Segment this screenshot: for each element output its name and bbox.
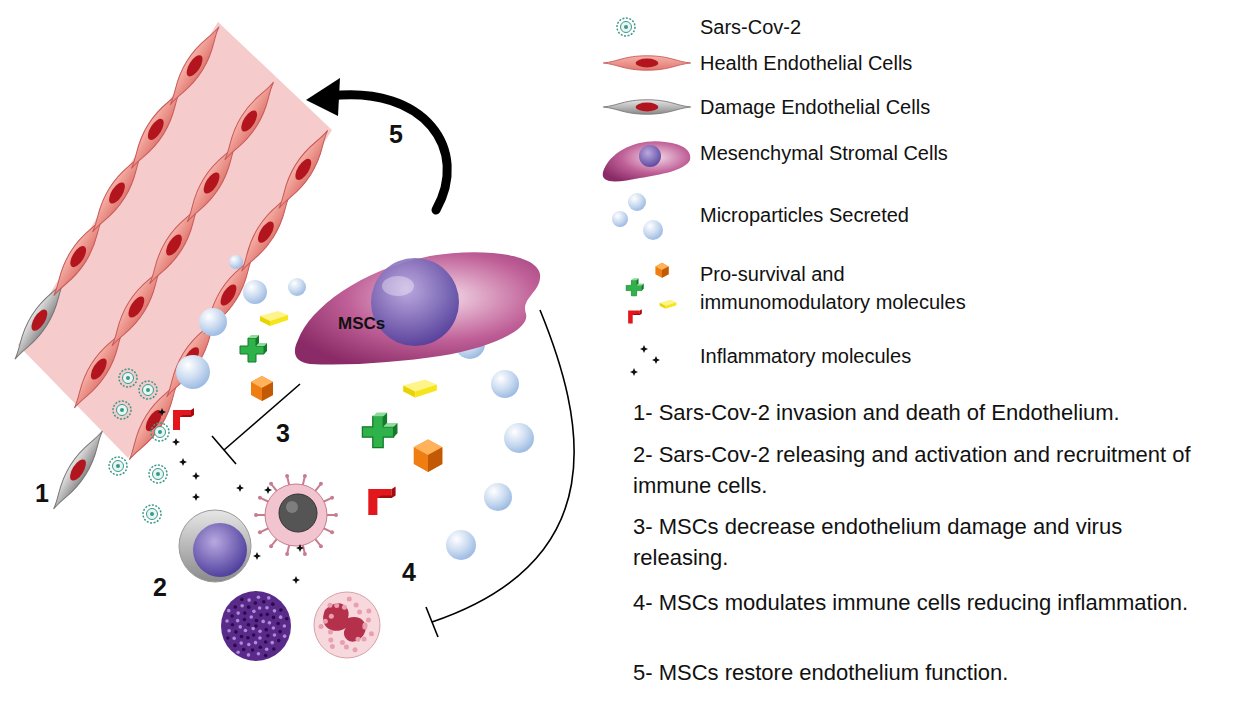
endothelial-cell xyxy=(142,201,206,289)
cell-label: MSCs xyxy=(338,314,385,334)
callout-number: 5 xyxy=(389,122,403,147)
legend-text: Damage Endothelial Cells xyxy=(700,93,1000,121)
endothelial-cell xyxy=(85,149,149,237)
endothelial-cell xyxy=(104,263,168,351)
legend-text: Mesenchymal Stromal Cells xyxy=(700,139,1000,167)
endothelial-cell xyxy=(234,188,298,276)
endothelial-cell xyxy=(217,77,281,165)
endothelial-cell xyxy=(124,86,188,174)
step-note: 5- MSCs restore endothelium function. xyxy=(633,657,1223,688)
legend-text: Sars-Cov-2 xyxy=(700,13,1000,41)
cell-shape: MSCs xyxy=(290,248,542,370)
step-note: 4- MSCs modulates immune cells reducing … xyxy=(633,587,1223,618)
step-note: 2- Sars-Cov-2 releasing and activation a… xyxy=(633,439,1223,501)
step-note: 3- MSCs decrease endothelium damage and … xyxy=(633,511,1223,573)
callout-number: 3 xyxy=(276,421,290,446)
callout-number: 2 xyxy=(153,575,167,600)
endothelial-cell xyxy=(7,276,71,364)
callout-number: 1 xyxy=(35,481,49,506)
endothelial-cell xyxy=(163,22,227,110)
endothelial-cell xyxy=(67,325,131,413)
callout-number: 4 xyxy=(402,560,416,585)
endothelial-cell xyxy=(46,213,110,301)
step-note: 1- Sars-Cov-2 invasion and death of Endo… xyxy=(633,397,1223,428)
endothelial-cell xyxy=(271,126,335,214)
legend-text: Pro-survival and immunomodulatory molecu… xyxy=(700,260,1000,316)
endothelial-cell xyxy=(180,139,244,227)
damaged-cell xyxy=(46,426,110,514)
legend-text: Inflammatory molecules xyxy=(700,342,1000,370)
msc-outline xyxy=(290,248,542,370)
legend-text: Microparticles Secreted xyxy=(700,201,1000,229)
legend-text: Health Endothelial Cells xyxy=(700,49,1000,77)
